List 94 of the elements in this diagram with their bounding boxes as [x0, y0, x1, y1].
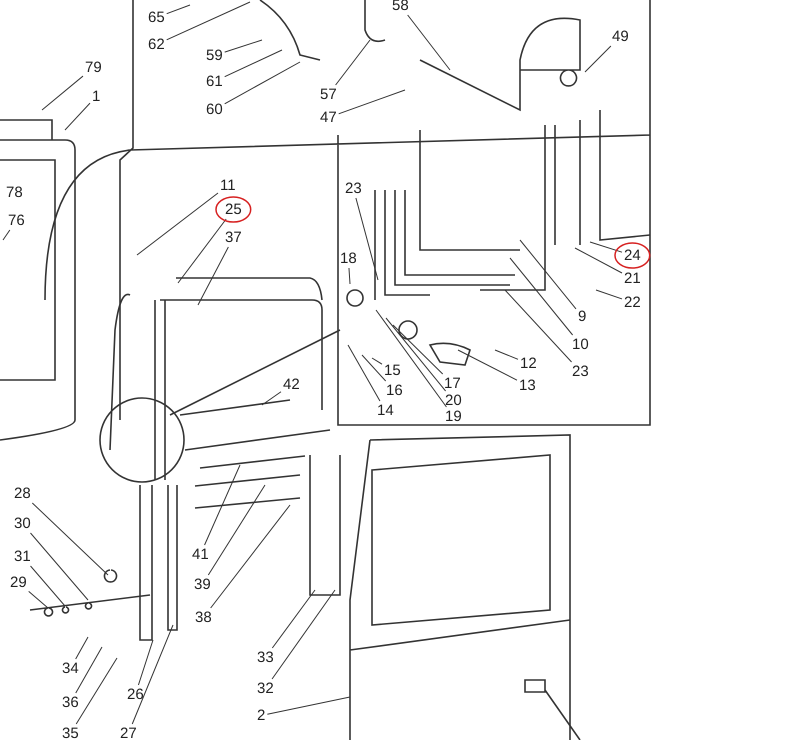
callout-number: 26 [127, 687, 144, 702]
callout-number: 76 [8, 213, 25, 228]
callout-number: 34 [62, 661, 79, 676]
callout-number: 28 [14, 486, 31, 501]
leader-line [392, 324, 444, 374]
leader-line [355, 198, 378, 280]
leader-line [348, 344, 380, 402]
leader-line [590, 242, 622, 253]
callout-number: 65 [148, 10, 165, 25]
leader-line [136, 192, 218, 256]
callout-number: 78 [6, 185, 23, 200]
callout-number: 1 [92, 89, 100, 104]
leader-line [272, 590, 316, 648]
callout-number: 20 [445, 393, 462, 408]
callout-number: 39 [194, 577, 211, 592]
leader-line [30, 566, 66, 606]
leader-line [224, 62, 300, 104]
leader-line [574, 248, 622, 274]
callout-number: 35 [62, 726, 79, 740]
callout-number: 36 [62, 695, 79, 710]
leader-line [210, 504, 290, 608]
leader-line [76, 658, 118, 724]
callout-number: 59 [206, 48, 223, 63]
callout-number: 49 [612, 29, 629, 44]
leader-line [224, 40, 262, 53]
callout-number: 18 [340, 251, 357, 266]
callout-number: 31 [14, 549, 31, 564]
leader-line [596, 290, 622, 300]
leader-line [178, 218, 227, 284]
leader-line [28, 590, 48, 608]
callout-number: 9 [578, 309, 586, 324]
callout-number: 25 [225, 202, 242, 217]
leader-line [338, 90, 406, 114]
callout-number: 57 [320, 87, 337, 102]
leader-line [348, 268, 350, 284]
leader-line [504, 290, 572, 362]
leader-line [376, 310, 447, 408]
callout-number: 42 [283, 377, 300, 392]
leader-line [372, 358, 382, 365]
leader-line [272, 590, 336, 680]
callout-number: 41 [192, 547, 209, 562]
callout-number: 47 [320, 110, 337, 125]
leader-line [208, 484, 266, 576]
leader-line [224, 50, 282, 78]
callout-number: 22 [624, 295, 641, 310]
callout-number: 32 [257, 681, 274, 696]
leader-line [132, 624, 174, 724]
callout-number: 23 [345, 181, 362, 196]
leader-line [2, 230, 10, 240]
leader-line [458, 350, 518, 381]
callout-number: 21 [624, 271, 641, 286]
leader-line [262, 391, 282, 406]
callout-number: 27 [120, 726, 137, 740]
callout-number: 19 [445, 409, 462, 424]
leader-line [64, 102, 90, 130]
callout-number: 62 [148, 37, 165, 52]
leader-line [32, 502, 108, 576]
leader-line [584, 46, 612, 72]
leader-line [407, 14, 450, 70]
leader-line [138, 640, 154, 686]
leader-line [362, 354, 386, 382]
callout-number: 38 [195, 610, 212, 625]
callout-number: 11 [220, 178, 236, 193]
leader-line [494, 350, 518, 360]
callout-number: 10 [572, 337, 589, 352]
callout-number: 16 [386, 383, 403, 398]
leader-line [42, 76, 84, 110]
leader-line [510, 258, 574, 336]
callout-number: 37 [225, 230, 242, 245]
callout-number: 29 [10, 575, 27, 590]
leader-line [266, 696, 350, 715]
leader-line [198, 246, 229, 306]
leader-line [335, 40, 370, 86]
callout-number: 15 [384, 363, 401, 378]
callout-number: 60 [206, 102, 223, 117]
leader-line [520, 240, 576, 310]
leader-line [166, 4, 190, 14]
leader-line [75, 646, 102, 694]
callout-number: 17 [444, 376, 461, 391]
callout-number: 12 [520, 356, 537, 371]
leader-line [75, 636, 88, 660]
callout-number: 61 [206, 74, 223, 89]
callout-number: 33 [257, 650, 274, 665]
callout-number: 14 [377, 403, 394, 418]
leader-line [166, 2, 250, 40]
leader-line [204, 464, 240, 546]
callout-number: 24 [624, 248, 641, 263]
callout-number: 30 [14, 516, 31, 531]
callout-number: 13 [519, 378, 536, 393]
callout-number: 23 [572, 364, 589, 379]
leader-line [30, 532, 88, 600]
leader-line [386, 318, 446, 392]
callout-number: 2 [257, 708, 266, 723]
callout-number: 79 [85, 60, 102, 75]
